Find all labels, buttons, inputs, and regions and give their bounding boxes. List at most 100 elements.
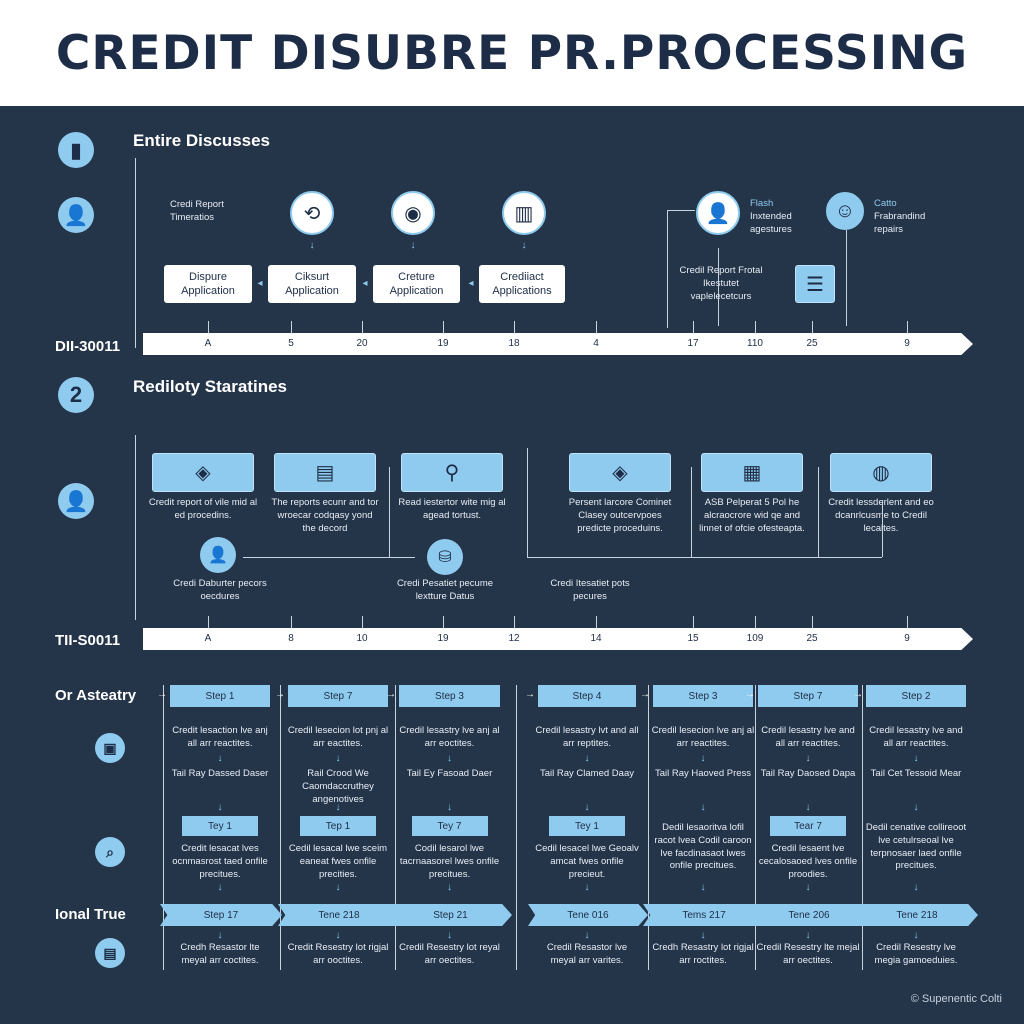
arrow-left-icon: ◂	[468, 278, 474, 289]
tick-mark	[812, 616, 813, 628]
tick-label: 20	[356, 338, 368, 349]
tag-box: Tey 1	[182, 816, 258, 836]
tick-label: 4	[593, 338, 599, 349]
step-desc: Credil lesecion lve anj al arr reactites…	[651, 725, 755, 749]
tick-mark	[208, 321, 209, 333]
document-icon: ☰	[795, 265, 835, 303]
note-left: Credi Report Timeratios	[170, 199, 224, 223]
arrow-left-icon: ◂	[362, 278, 368, 289]
arrow-down-icon: ↓	[447, 753, 452, 764]
step-desc: Credit lesaction lve anj all arr reactit…	[172, 725, 268, 749]
step-foot: Credh Resastry lot rigjal arr roctites.	[652, 942, 754, 966]
arrow-down-icon: ↓	[309, 240, 315, 251]
arrow-down-icon: ↓	[447, 930, 452, 941]
step-desc: Credil lesastry lve and all arr reactite…	[761, 725, 855, 749]
divider	[135, 435, 136, 620]
timeline1-label: DII-30011	[55, 338, 121, 355]
tick-mark	[755, 616, 756, 628]
step-mid: Tail Ray Clamed Daay	[540, 768, 634, 779]
application-box: Crediiact Applications	[479, 265, 565, 303]
arrow-right-icon: →	[745, 689, 755, 700]
arrow-down-icon: ↓	[805, 882, 811, 893]
tick-mark	[514, 321, 515, 333]
arrow-down-icon: ↓	[805, 802, 811, 813]
row-label-bottom: Ional True	[55, 906, 126, 923]
arrow-down-icon: ↓	[335, 930, 341, 941]
arrow-down-icon: ↓	[335, 753, 341, 764]
step-header: Step 3	[653, 685, 753, 707]
page-title: CREDIT DISUBRE PR.PROCESSING	[55, 25, 969, 81]
card-text: ASB Pelperat 5 Pol he alcraocrore wid qe…	[699, 497, 805, 534]
step-header: Step 7	[758, 685, 858, 707]
node-text: Credi Daburter pecors oecdures	[173, 578, 267, 602]
arrow-down-icon: ↓	[217, 882, 223, 893]
time-chevron: Step 21	[389, 904, 512, 926]
application-box: Dispure Application	[164, 265, 252, 303]
step-foot: Credil Resestry lve megia gamoeduies.	[874, 942, 958, 966]
arrow-down-icon: ↓	[335, 802, 341, 813]
column-divider	[516, 685, 517, 970]
connector	[691, 467, 692, 557]
tick-label: 8	[288, 633, 294, 644]
tick-label: A	[204, 633, 212, 644]
tick-mark	[362, 616, 363, 628]
application-box: Creture Application	[373, 265, 460, 303]
connector	[389, 467, 390, 557]
step-desc: Credil lesecion lot pnj al arr eactites.	[287, 725, 389, 749]
exchange-icon: ⟲	[290, 191, 334, 235]
step-desc: Credil lesastry lvt and all arr reptites…	[535, 725, 639, 749]
tick-mark	[208, 616, 209, 628]
arrow-down-icon: ↓	[217, 753, 223, 764]
arrow-down-icon: ↓	[447, 882, 452, 893]
tag-box: Tey 1	[549, 816, 625, 836]
tick-mark	[755, 321, 756, 333]
step-desc: Credil lesastry lve anj al arr eoctites.	[399, 725, 500, 749]
footer-credit: © Supenentic Colti	[910, 993, 1002, 1005]
user-icon: 👤	[58, 197, 94, 233]
arrow-down-icon: ↓	[584, 882, 590, 893]
step-foot: Credit Resestry lot rigjal arr ooctites.	[287, 942, 389, 966]
arrow-down-icon: ↓	[410, 240, 416, 251]
title-banner: CREDIT DISUBRE PR.PROCESSING	[0, 0, 1024, 106]
step-header: Step 1	[170, 685, 270, 707]
tick-label: 19	[437, 633, 449, 644]
face-icon: ☺	[826, 192, 864, 230]
image-icon: ▣	[95, 733, 125, 763]
arrow-down-icon: ↓	[217, 930, 223, 941]
arrow-down-icon: ↓	[700, 802, 706, 813]
tick-mark	[596, 616, 597, 628]
chart-icon: ▥	[502, 191, 546, 235]
arrow-right-icon: →	[157, 689, 167, 700]
tick-mark	[693, 616, 694, 628]
column-divider	[395, 685, 396, 970]
arrow-down-icon: ↓	[700, 882, 706, 893]
card-text: The reports ecunr and tor wroecar codqas…	[271, 497, 379, 534]
step-mid: Tail Cet Tessoid Mear	[870, 768, 962, 779]
tick-label: 14	[590, 633, 602, 644]
tick-label: 12	[508, 633, 520, 644]
step-body: Cedil lesacel lwe Geoalv amcat fwes onfi…	[535, 843, 639, 880]
tick-mark	[812, 321, 813, 333]
step-foot: Credil Resestry lte mejal arr oectites.	[756, 942, 860, 966]
connector	[667, 210, 695, 211]
arrow-left-icon: ◂	[257, 278, 263, 289]
step-mid: Tail Ray Daosed Dapa	[760, 768, 856, 779]
step-body: Credil lesaent lve cecalosaoed lves onfi…	[758, 843, 858, 880]
arrow-down-icon: ↓	[700, 753, 706, 764]
tick-mark	[907, 616, 908, 628]
card-text: Read iestertor wite mig al agead tortust…	[398, 497, 506, 521]
time-chevron: Tene 218	[278, 904, 400, 926]
step-mid: Rail Crood We Caomdaccruthey angenotives	[302, 768, 374, 805]
tick-mark	[443, 321, 444, 333]
chart-icon: ◍	[830, 453, 932, 492]
arrow-down-icon: ↓	[584, 753, 590, 764]
tick-label: 25	[806, 633, 818, 644]
step-mid: Tail Ray Dassed Daser	[171, 768, 269, 779]
arrow-right-icon: →	[275, 689, 285, 700]
shield-icon: ◈	[152, 453, 254, 492]
arrow-down-icon: ↓	[217, 802, 223, 813]
connector	[527, 448, 528, 558]
arrow-right-icon: →	[640, 689, 650, 700]
tick-mark	[907, 321, 908, 333]
